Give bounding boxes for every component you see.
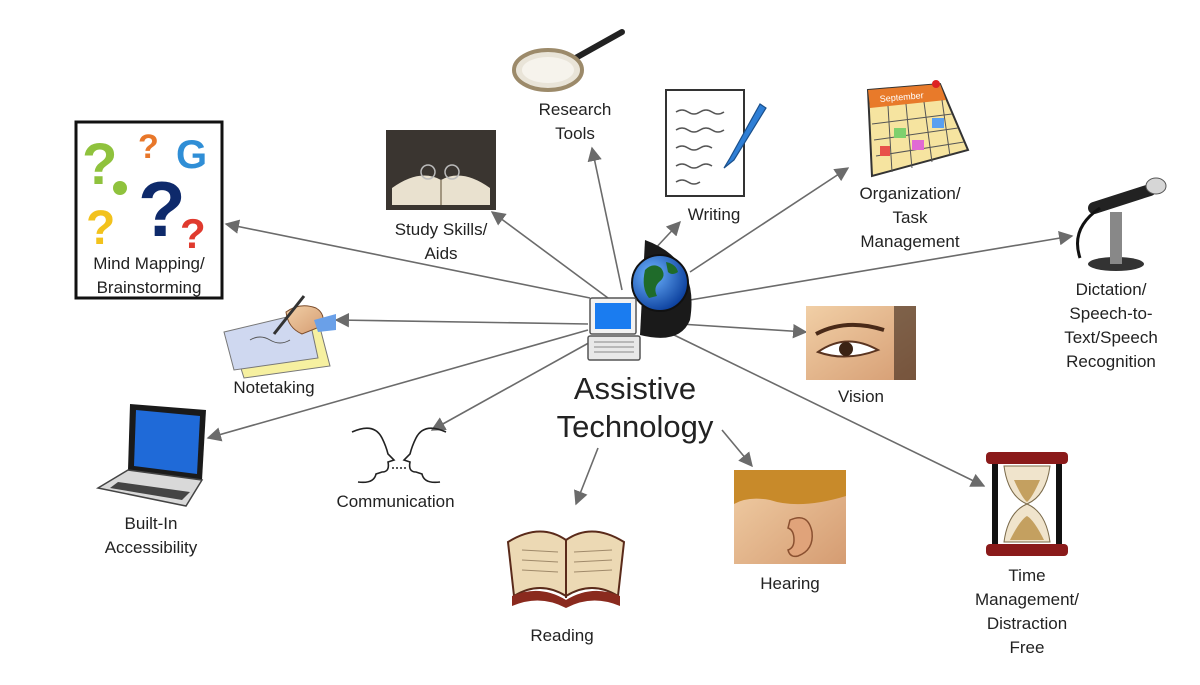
svg-text:?: ?	[86, 202, 115, 255]
eye-icon	[806, 306, 916, 380]
ear-icon	[734, 470, 846, 564]
magnifying-glass-icon	[512, 29, 625, 92]
laptop-icon	[95, 404, 206, 507]
label-organization: Organization/ Task Management	[859, 184, 961, 251]
svg-text:?: ?	[138, 128, 159, 166]
label-hearing: Hearing	[760, 574, 820, 593]
arrow-time-management	[671, 333, 986, 487]
hourglass-icon	[986, 452, 1068, 556]
label-notetaking: Notetaking	[233, 378, 315, 397]
arrow-mind-mapping	[224, 219, 591, 299]
label-dictation: Dictation/ Speech-to- Text/Speech Recogn…	[1064, 280, 1158, 371]
calendar-icon: September	[866, 80, 970, 178]
arrow-notetaking	[334, 313, 589, 328]
label-built-in: Built-In Accessibility	[104, 514, 198, 557]
computer-globe-icon	[587, 240, 692, 361]
hand-writing-icon	[223, 295, 336, 379]
arrow-reading	[574, 447, 599, 506]
arrow-hearing	[721, 429, 753, 468]
calendar-month: September	[879, 90, 924, 104]
svg-text:G: G	[176, 133, 207, 177]
label-communication: Communication	[336, 492, 455, 511]
label-study-skills: Study Skills/ Aids	[394, 220, 488, 263]
svg-text:?: ?	[82, 132, 117, 197]
arrow-vision	[679, 323, 808, 339]
arrow-dictation	[689, 231, 1074, 301]
microphone-icon	[1076, 177, 1167, 271]
paper-pen-icon	[665, 89, 767, 197]
label-time-management: Time Management/ Distraction Free	[975, 566, 1079, 657]
label-vision: Vision	[838, 387, 884, 406]
arrow-communication	[430, 339, 595, 431]
label-mind-mapping: Mind Mapping/ Brainstorming	[93, 254, 205, 297]
faces-talking-icon	[351, 427, 447, 484]
label-reading: Reading	[530, 626, 594, 645]
label-writing: Writing	[687, 205, 741, 224]
arrow-built-in	[206, 329, 589, 442]
center-label: Assistive Technology	[556, 371, 714, 444]
label-research-tools: Research Tools	[538, 100, 612, 143]
svg-text:?: ?	[138, 165, 186, 253]
svg-text:?: ?	[180, 210, 206, 257]
arrow-research-tools	[587, 146, 623, 291]
arrow-organization	[689, 167, 850, 273]
arrow-study-skills	[490, 211, 609, 299]
book-icon	[506, 530, 626, 608]
question-marks-icon: ? ? G ? ? ?	[74, 120, 224, 300]
arrows	[206, 146, 1074, 506]
open-book-glasses-icon	[386, 130, 496, 210]
